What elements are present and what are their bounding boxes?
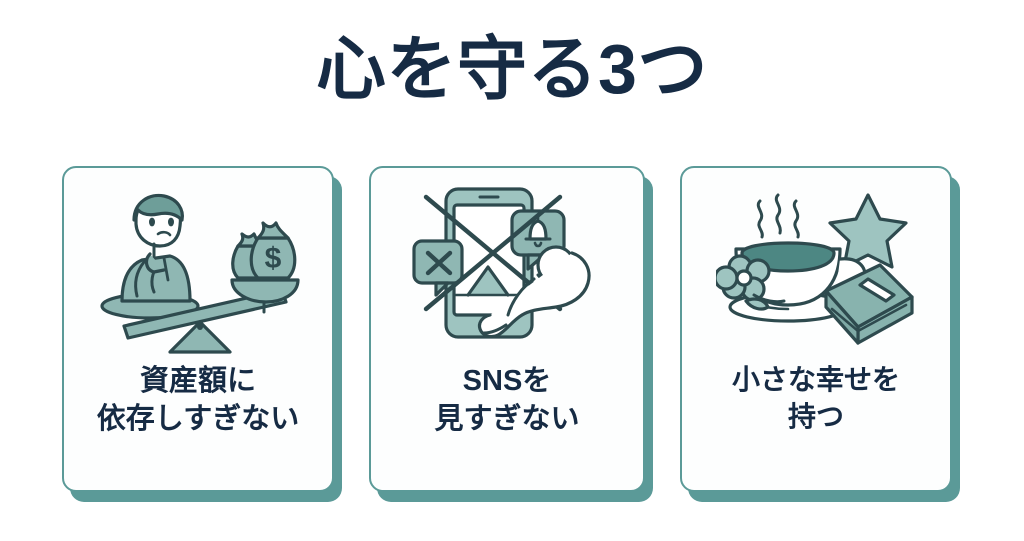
card-label: 資産額に 依存しすぎない <box>96 365 300 436</box>
teacup-book-star-flower-icon <box>682 168 950 364</box>
cards-row: $ 資産額に 依存しすぎない <box>62 166 962 502</box>
card-body: SNSを 見すぎない <box>369 166 645 492</box>
balance-scale-person-money-icon: $ <box>64 168 332 364</box>
svg-text:$: $ <box>265 242 282 275</box>
card-small-happiness[interactable]: 小さな幸せを 持つ <box>680 166 960 502</box>
card-body: 小さな幸せを 持つ <box>680 166 952 492</box>
crossed-out-smartphone-relaxing-person-icon <box>371 168 643 364</box>
card-label: SNSを 見すぎない <box>434 365 580 436</box>
card-sns-overuse[interactable]: SNSを 見すぎない <box>369 166 653 502</box>
card-label: 小さな幸せを 持つ <box>731 364 900 432</box>
card-body: $ 資産額に 依存しすぎない <box>62 166 334 492</box>
page-title: 心を守る3つ <box>316 30 708 108</box>
card-asset-dependence[interactable]: $ 資産額に 依存しすぎない <box>62 166 342 502</box>
